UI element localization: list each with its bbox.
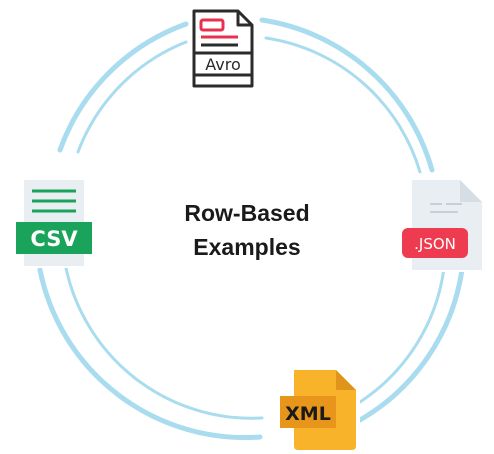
inner-ring-arc-top-right	[264, 36, 422, 174]
title-line-2: Examples	[193, 234, 301, 260]
inner-ring-arc-left-bottom	[64, 266, 264, 420]
csv-label: CSV	[30, 227, 78, 251]
inner-ring-arc-top-left	[76, 40, 188, 154]
avro-label: Avro	[205, 55, 241, 74]
title-line-1: Row-Based	[184, 200, 310, 226]
diagram-title: Row-Based Examples	[137, 196, 357, 264]
outer-ring-arc-top-right	[259, 17, 435, 173]
xml-label: XML	[285, 403, 331, 425]
outer-ring-arc-right-bottom	[357, 267, 465, 423]
xml-file-icon: XML	[276, 366, 360, 452]
avro-file-icon: Avro	[190, 8, 256, 90]
outer-ring-arc-left-bottom	[37, 267, 263, 441]
outer-ring-arc-top-left	[57, 21, 189, 153]
csv-file-icon: CSV	[14, 178, 96, 268]
inner-ring-arc-right-bottom	[358, 266, 446, 404]
json-file-icon: .JSON	[398, 176, 488, 272]
json-label: .JSON	[414, 235, 456, 253]
